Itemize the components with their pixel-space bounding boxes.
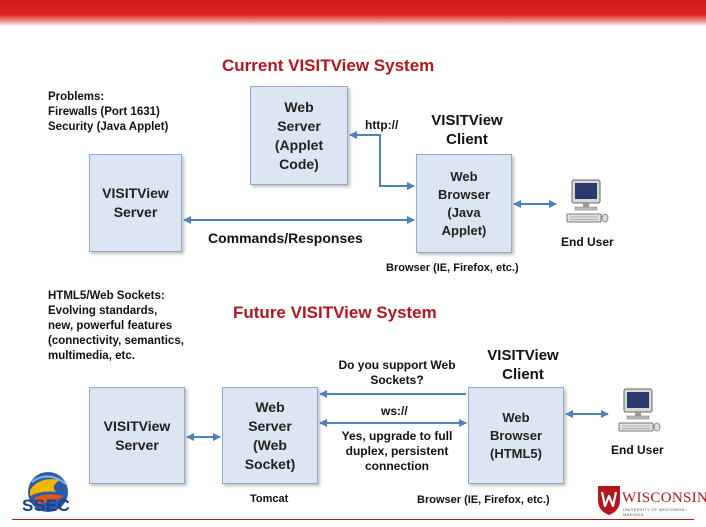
future-end-user-label: End User (611, 443, 664, 457)
websocket-question-label: Do you support Web Sockets? (338, 358, 456, 387)
wisconsin-logo-subtext: UNIVERSITY OF WISCONSIN–MADISON (623, 507, 688, 517)
wisconsin-logo-text: WISCONSIN (622, 490, 706, 506)
future-end-user-computer-icon (618, 388, 661, 432)
future-web-browser-label: Web Browser (HTML5) (489, 409, 543, 461)
html5-websockets-note: HTML5/Web Sockets: Evolving standards, n… (48, 290, 184, 362)
future-visitview-server-box: VISITView Server (89, 387, 185, 484)
current-end-user-computer-icon (566, 179, 609, 223)
current-web-browser-box: Web Browser (Java Applet) (416, 154, 512, 253)
future-client-title: VISITView Client (487, 347, 559, 383)
current-visitview-server-box: VISITView Server (89, 154, 182, 252)
current-web-browser-label: Web Browser (Java Applet) (437, 168, 491, 238)
future-web-server-label: Web Server (Web Socket) (244, 398, 296, 472)
ssec-globe-icon (28, 472, 68, 512)
future-web-browser-box: Web Browser (HTML5) (468, 387, 564, 484)
future-web-server-box: Web Server (Web Socket) (222, 387, 318, 484)
wisconsin-crest-icon (598, 486, 620, 515)
current-web-server-box: Web Server (Applet Code) (250, 86, 348, 185)
current-browser-note: Browser (IE, Firefox, etc.) (386, 262, 519, 274)
commands-responses-label: Commands/Responses (208, 230, 363, 246)
http-arrow (349, 131, 415, 190)
future-system-heading: Future VISITView System (233, 303, 437, 322)
current-system-heading: Current VISITView System (222, 56, 435, 75)
http-label: http:// (365, 118, 399, 132)
ssec-logo-text: SSEC (22, 496, 71, 515)
future-browser-note: Browser (IE, Firefox, etc.) (417, 494, 550, 506)
current-web-server-label: Web Server (Applet Code) (274, 98, 324, 172)
footer-rule (12, 519, 694, 520)
websocket-answer-label: Yes, upgrade to full duplex, persistent … (341, 429, 453, 473)
ws-label: ws:// (381, 404, 408, 418)
top-banner (0, 0, 706, 26)
current-end-user-label: End User (561, 235, 614, 249)
problems-note: Problems: Firewalls (Port 1631) Security… (48, 91, 169, 133)
tomcat-label: Tomcat (250, 493, 289, 505)
current-visitview-server-label: VISITView Server (102, 185, 169, 220)
future-visitview-server-label: VISITView Server (103, 417, 171, 453)
current-client-title: VISITView Client (431, 112, 503, 148)
